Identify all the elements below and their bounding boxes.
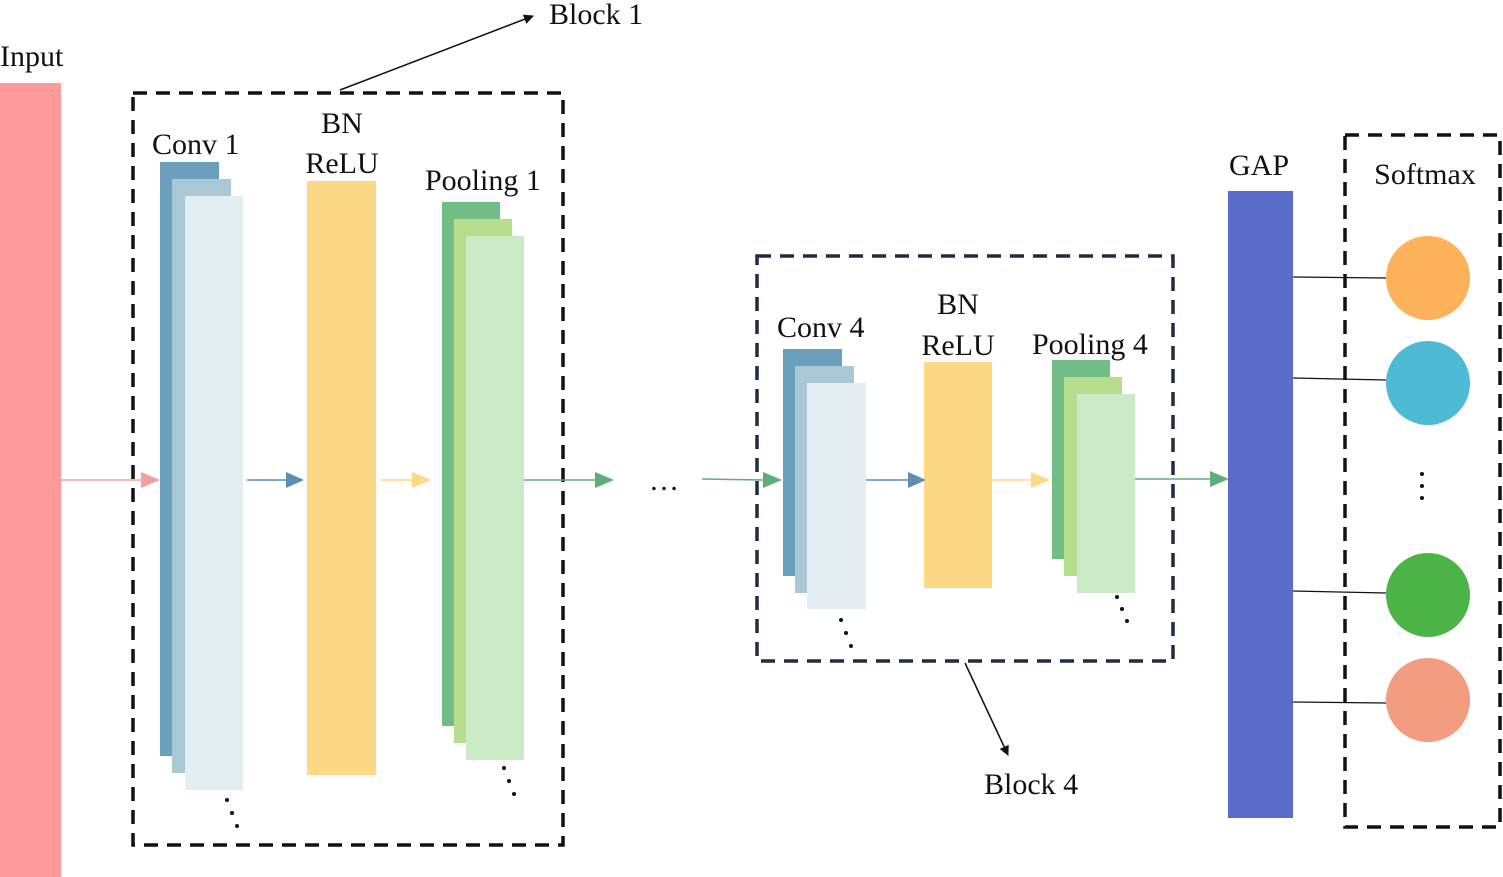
pooling4-label: Pooling 4 [1032, 328, 1148, 361]
input-label: Input [0, 40, 64, 73]
bn-relu-bar-block4 [924, 362, 992, 588]
softmax-label: Softmax [1374, 158, 1476, 191]
conv4-layer-front [807, 383, 866, 609]
arrow-input-to-conv1 [61, 472, 160, 488]
arrow-conv4-to-bn [866, 472, 926, 488]
pooling1-continuation-dots [502, 766, 516, 796]
block1-pointer-arrow [339, 14, 534, 91]
softmax-node-salmon [1386, 658, 1470, 742]
gap-label: GAP [1229, 149, 1289, 182]
arrow-conv1-to-bn [247, 472, 304, 488]
input-bar [0, 83, 61, 877]
arrow-pooling1-out [524, 472, 614, 488]
conv4-continuation-dots [839, 618, 853, 648]
between-blocks-ellipsis: … [649, 464, 679, 497]
connector-gap-node4 [1292, 701, 1387, 704]
conv1-layer-front [185, 196, 243, 790]
conv1-continuation-dots [225, 798, 239, 828]
block4-pointer-arrow [964, 662, 1009, 756]
softmax-node-cyan [1386, 341, 1470, 425]
arrow-bn-to-pooling4 [992, 472, 1050, 488]
connector-gap-node3 [1292, 590, 1387, 594]
connector-gap-node2 [1292, 377, 1387, 381]
block4-frame [755, 254, 1175, 663]
bn-label-block1: BN [321, 107, 363, 140]
bn-label-block4: BN [937, 288, 979, 321]
bn-relu-bar-block1 [307, 181, 376, 775]
pooling1-label: Pooling 1 [425, 164, 541, 197]
softmax-nodes-ellipsis [1420, 472, 1424, 500]
pooling4-continuation-dots [1115, 595, 1129, 623]
relu-label-block1: ReLU [305, 147, 379, 180]
softmax-node-green [1386, 553, 1470, 637]
block4-label: Block 4 [984, 768, 1078, 801]
arrow-bn-to-pooling1 [381, 472, 431, 488]
connector-gap-node1 [1292, 276, 1387, 279]
block1-frame [131, 91, 565, 847]
block1-label: Block 1 [549, 0, 643, 31]
arrow-into-conv4 [701, 472, 782, 488]
arrow-pooling4-to-gap [1135, 471, 1229, 487]
pooling1-layer-front [466, 236, 524, 760]
relu-label-block4: ReLU [921, 329, 995, 362]
softmax-frame [1343, 133, 1502, 829]
pooling4-layer-front [1077, 394, 1135, 593]
conv1-label: Conv 1 [152, 128, 240, 161]
conv4-label: Conv 4 [777, 311, 865, 344]
softmax-node-orange [1386, 236, 1470, 320]
gap-bar [1228, 191, 1293, 818]
